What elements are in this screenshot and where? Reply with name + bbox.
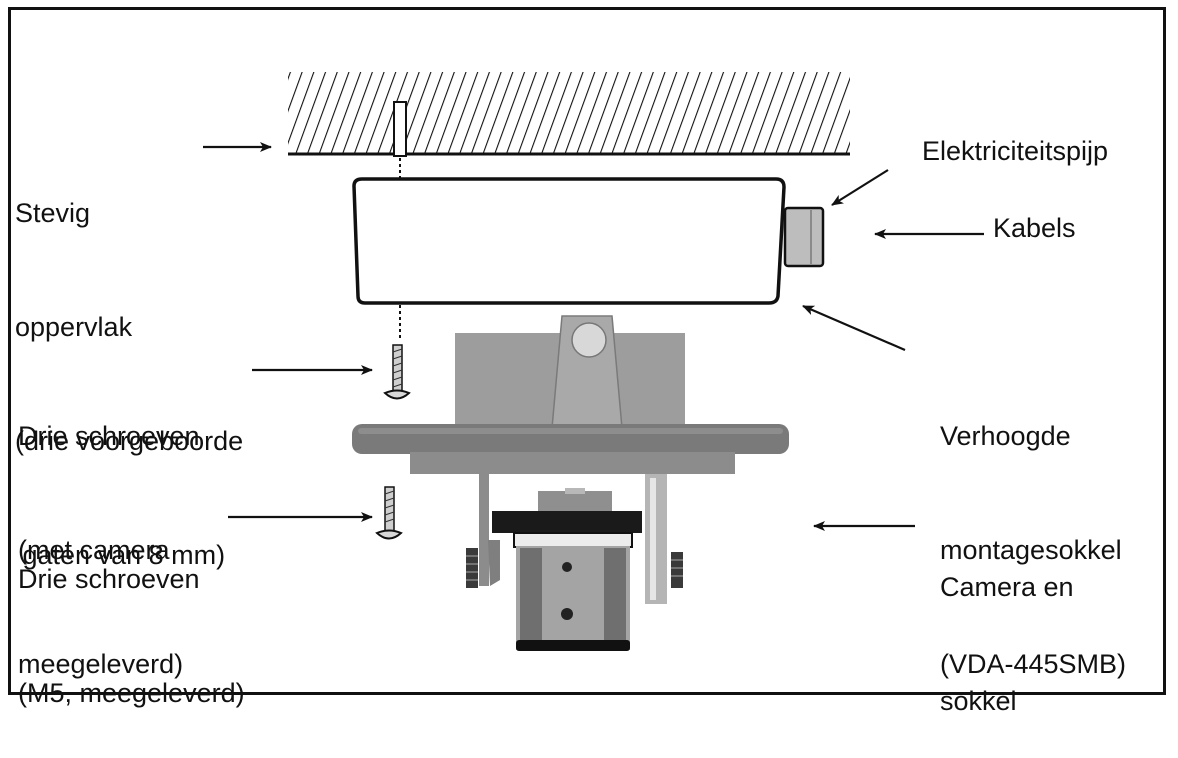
label-screws-m5: Drie schroeven (M5, meegeleverd) (18, 484, 245, 750)
mounting-base-box (352, 177, 786, 305)
label-conduit: Elektriciteitspijp (922, 136, 1109, 166)
label-cables: Kabels (993, 213, 1076, 243)
label-line: Verhoogde (940, 421, 1071, 451)
screw-m5 (375, 486, 403, 540)
conduit-fitting (783, 206, 825, 268)
label-line: meegeleverd) (18, 649, 184, 679)
label-line: Stevig (15, 198, 91, 228)
label-line: oppervlak (15, 312, 133, 342)
arrow-conduit (831, 169, 889, 206)
label-line: montagesokkel (940, 535, 1122, 565)
arrow-mount (802, 304, 906, 352)
label-solid-surface: Stevig oppervlak (drie voorgeboorde gate… (15, 118, 243, 612)
label-line: Drie schroeven (18, 564, 200, 594)
solid-surface (288, 72, 850, 156)
screw-camera (383, 344, 411, 400)
label-line: (M5, meegeleverd) (18, 678, 245, 708)
label-camera: Camera en sokkel (940, 492, 1074, 758)
wall-anchor (393, 101, 407, 338)
label-line: Camera en (940, 572, 1074, 602)
label-line: (VDA-445SMB) (940, 649, 1127, 679)
label-line: (drie voorgeboorde (15, 426, 244, 456)
label-line: sokkel (940, 686, 1017, 716)
label-screws-camera: Drie schroeven (met camera meegeleverd) (18, 341, 200, 721)
label-line: Drie schroeven (18, 421, 200, 451)
camera-assembly (352, 315, 789, 651)
label-line: gaten van 8 mm) (15, 540, 226, 570)
diagram-frame (8, 7, 1166, 695)
label-mount: Verhoogde montagesokkel (VDA-445SMB) (940, 341, 1126, 721)
label-line: (met camera (18, 535, 170, 565)
installation-illustration (203, 72, 984, 651)
